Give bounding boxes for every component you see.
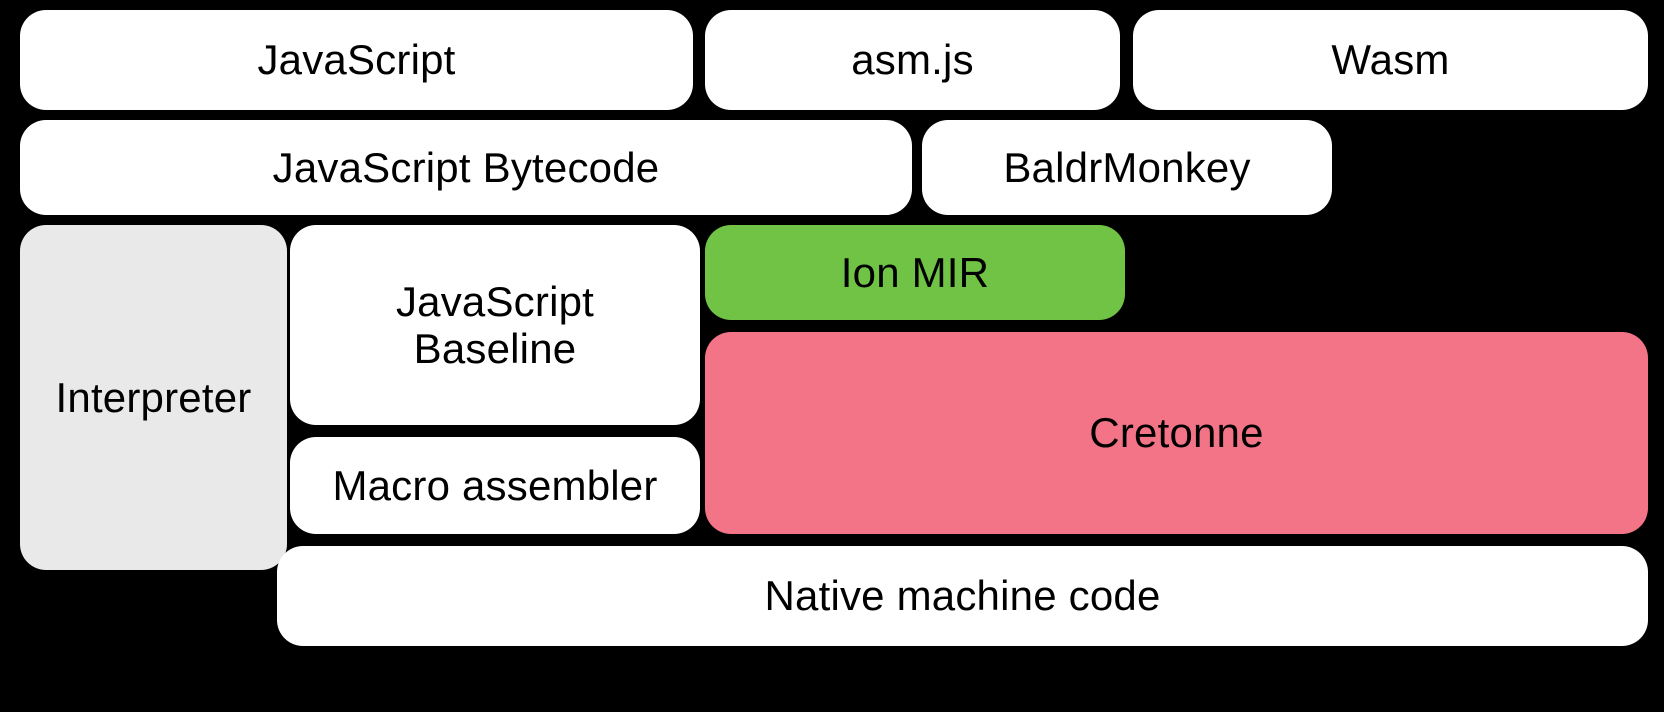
node-ion-mir: Ion MIR <box>705 225 1125 320</box>
node-macro-assembler: Macro assembler <box>290 437 700 534</box>
node-javascript-bytecode: JavaScript Bytecode <box>20 120 912 215</box>
node-cretonne: Cretonne <box>705 332 1648 534</box>
node-native-machine-code: Native machine code <box>277 546 1648 646</box>
node-asmjs: asm.js <box>705 10 1120 110</box>
node-interpreter: Interpreter <box>20 225 287 570</box>
node-wasm: Wasm <box>1133 10 1648 110</box>
node-javascript: JavaScript <box>20 10 693 110</box>
node-baldrmonkey: BaldrMonkey <box>922 120 1332 215</box>
node-javascript-baseline: JavaScript Baseline <box>290 225 700 425</box>
